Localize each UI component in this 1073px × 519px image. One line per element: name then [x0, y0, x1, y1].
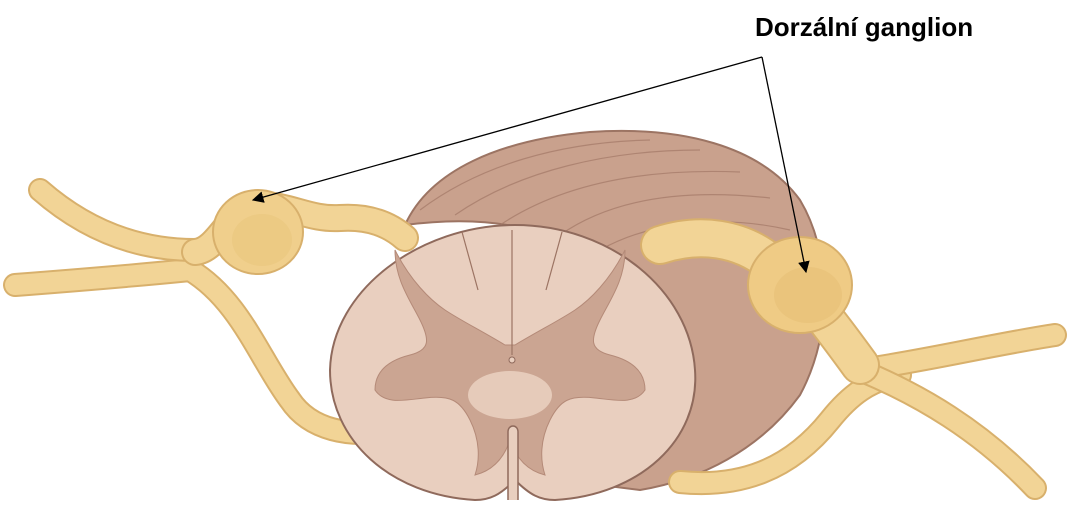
central-canal — [509, 357, 515, 363]
ventral-median-fissure — [508, 426, 518, 500]
dorsal-ganglion-label: Dorzální ganglion — [755, 12, 973, 43]
